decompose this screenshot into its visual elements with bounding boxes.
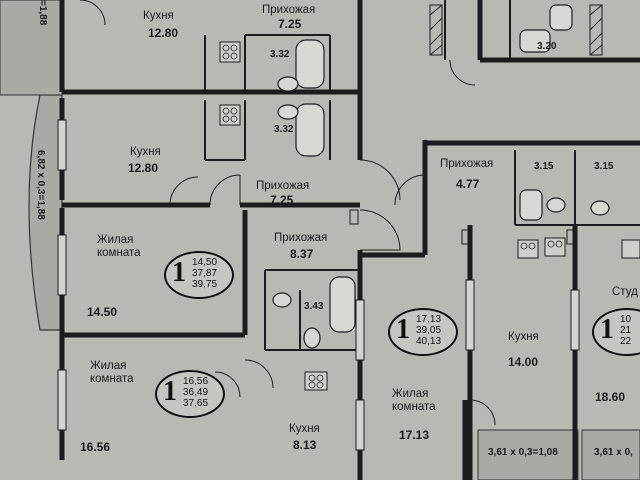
apartment-badge-d: 1 10 21 22 [590, 306, 640, 356]
room-kitchen-c-area: 8.13 [293, 438, 317, 452]
balcony-bottom-right [581, 429, 640, 480]
balcony-left [28, 94, 63, 331]
room-kitchen-mid-area: 12.80 [128, 161, 159, 175]
badge-oval [155, 370, 225, 418]
badge-area-with-balcony: 22 [620, 336, 632, 347]
room-kitchen-top-name: Кухня [143, 10, 174, 22]
room-studio-name: Студ [612, 286, 638, 298]
balcony-bottom-mid-label: 3,61 х 0,3=1,08 [488, 447, 558, 458]
room-bath-c-area: 3.43 [304, 301, 324, 312]
room-living-a-area: 14.50 [87, 305, 118, 319]
apartment-badge-b: 1 16,56 36,49 37,65 [153, 368, 227, 418]
door-swings [79, 0, 496, 426]
room-hall-d-area: 4.77 [456, 177, 480, 191]
stove-burners [222, 44, 563, 389]
badge-living-area: 16,56 [183, 376, 209, 387]
walls [59, 0, 640, 480]
room-kitchen-d-area: 14.00 [508, 355, 539, 369]
badge-area-with-balcony: 37,65 [183, 398, 209, 409]
room-bath-mid-area: 3.32 [274, 124, 294, 135]
badge-oval [164, 251, 234, 299]
balcony-top-left [0, 0, 63, 96]
badge-areas: 17,13 39,05 40,13 [416, 314, 441, 347]
bath-fixtures [272, 4, 610, 349]
badge-total-area: 21 [620, 325, 632, 336]
badge-total-area: 37,87 [192, 268, 218, 279]
badge-living-area: 17,13 [416, 314, 442, 325]
room-hall-mid-area: 7.25 [270, 193, 294, 207]
room-kitchen-c-name: Кухня [289, 423, 320, 435]
room-living-b-area: 16.56 [80, 440, 111, 454]
badge-living-area: 14,50 [192, 257, 218, 268]
balcony-bottom-mid [477, 429, 579, 480]
badge-area-with-balcony: 39,75 [192, 279, 218, 290]
room-hall-c-area: 8.37 [290, 247, 314, 261]
room-living-a-name: Жилая комната [97, 234, 141, 259]
badge-total-area: 39,05 [416, 325, 442, 336]
room-hall-d-name: Прихожая [440, 158, 494, 170]
windows [57, 119, 580, 451]
room-living-d-name: Жилая комната [392, 388, 436, 413]
badge-living-area: 10 [620, 314, 632, 325]
room-bath-d2-area: 3.15 [594, 161, 614, 172]
badge-oval [592, 308, 640, 356]
badge-area-with-balcony: 40,13 [416, 336, 442, 347]
room-bath-d1-area: 3.15 [534, 161, 554, 172]
room-hall-c-name: Прихожая [274, 232, 328, 244]
room-kitchen-top-area: 12.80 [148, 26, 179, 40]
room-living-b-name: Жилая комната [90, 360, 134, 385]
badge-oval [388, 308, 458, 356]
balcony-bottom-right-label: 3,61 х 0, [594, 447, 633, 458]
room-hall-top-area: 7.25 [278, 17, 302, 31]
room-bath-top-area: 3.32 [270, 49, 290, 60]
badge-areas: 16,56 36,49 37,65 [183, 376, 208, 409]
room-hall-top-name: Прихожая [262, 4, 316, 16]
badge-rooms: 1 [172, 257, 186, 288]
stoves [219, 41, 640, 391]
shafts [349, 4, 603, 245]
balcony-left-label: 6,82 х 0,3=1,88 [35, 150, 46, 220]
balcony-top-left-label: =1,88 [37, 0, 48, 26]
room-living-d-area: 17.13 [399, 428, 430, 442]
badge-rooms: 1 [163, 376, 177, 407]
badge-total-area: 36,49 [183, 387, 209, 398]
room-studio-area: 18.60 [595, 390, 626, 404]
room-kitchen-mid-name: Кухня [130, 146, 161, 158]
room-bath-top-right-area: 3.20 [537, 41, 557, 52]
partitions [204, 0, 640, 351]
room-hall-mid-name: Прихожая [256, 180, 310, 192]
badge-areas: 10 21 22 [620, 314, 631, 347]
room-kitchen-d-name: Кухня [508, 331, 539, 343]
badge-areas: 14,50 37,87 39,75 [192, 257, 217, 290]
apartment-badge-c: 1 17,13 39,05 40,13 [386, 306, 460, 356]
badge-rooms: 1 [600, 314, 614, 345]
apartment-badge-a: 1 14,50 37,87 39,75 [162, 249, 236, 299]
badge-rooms: 1 [396, 314, 410, 345]
